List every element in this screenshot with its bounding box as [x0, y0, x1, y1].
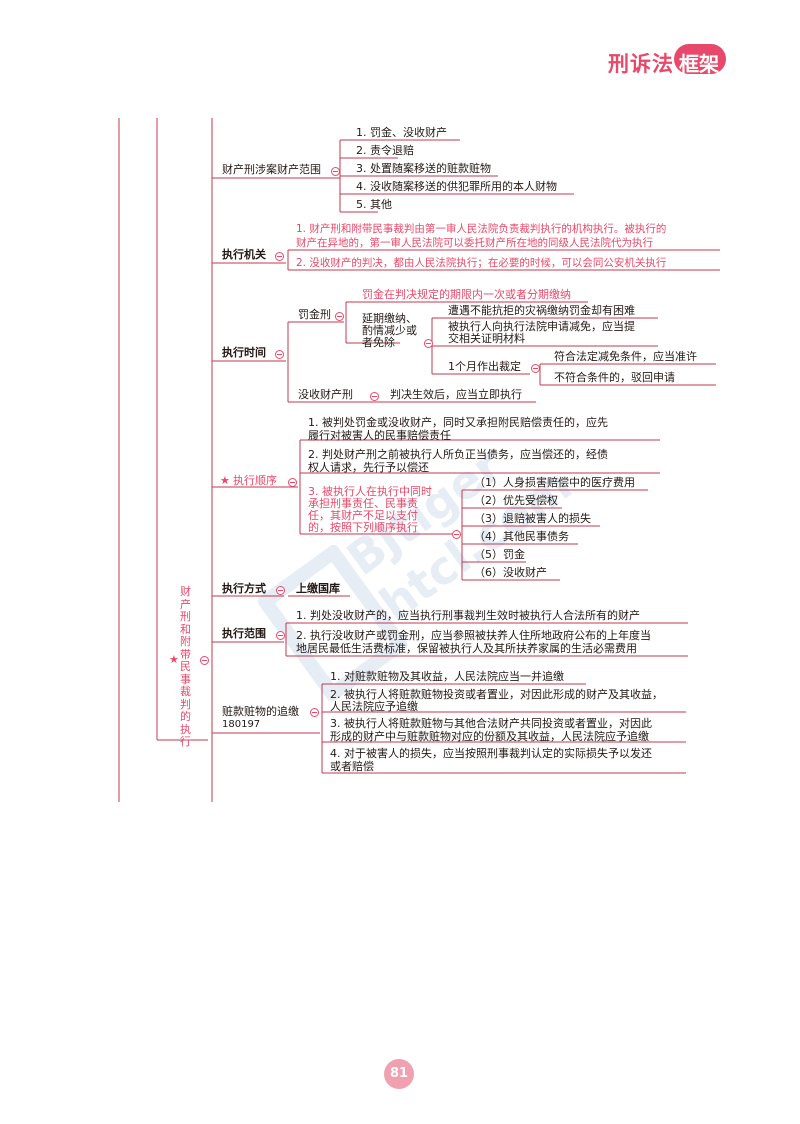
order-item3-line2: 承担刑事责任、民事责: [308, 497, 418, 510]
range-label: 执行范围: [222, 627, 266, 640]
order-item3-line4: 的，按照下列顺序执行: [308, 521, 418, 534]
order-star-icon: ★: [220, 474, 230, 487]
order-seq-item: （1）人身损害赔偿中的医疗费用: [474, 476, 635, 489]
organ-collapse-icon[interactable]: [275, 252, 284, 261]
root-collapse-icon[interactable]: [200, 656, 209, 665]
recover-item3-line2: 形成的财产中与赃款赃物对应的份额及其收益，人民法院应予追缴: [330, 730, 649, 743]
order-label: 执行顺序: [233, 474, 277, 487]
ruling-no: 不符合条件的，驳回申请: [554, 371, 675, 384]
brand-logo: 刑诉法 框架: [608, 44, 738, 78]
organ-item1-line1: 1. 财产刑和附带民事裁判由第一审人民法院负责裁判执行的机构执行。被执行的: [296, 223, 667, 235]
confiscation-collapse-icon[interactable]: [370, 392, 379, 401]
recover-collapse-icon[interactable]: [310, 708, 319, 717]
order-seq-item: （2）优先受偿权: [474, 494, 558, 507]
scope-item: 5. 其他: [356, 198, 392, 211]
defer-line2: 酌情减少或: [362, 324, 417, 337]
defer-condition: 遭遇不能抗拒的灾祸缴纳罚金却有困难: [448, 304, 635, 317]
apply-line2: 交相关证明材料: [448, 332, 525, 345]
page-number: 81: [389, 1066, 409, 1081]
order-item2-line2: 权人请求，先行予以偿还: [308, 461, 429, 474]
fine-collapse-icon[interactable]: [335, 312, 344, 321]
organ-item1-line2: 财产在异地的，第一审人民法院可以委托财产所在地的同级人民法院代为执行: [296, 237, 653, 249]
brand-badge: 框架: [674, 44, 726, 76]
recover-code: 180197: [222, 719, 261, 730]
fine-main: 罚金在判决规定的期限内一次或者分期缴纳: [362, 288, 571, 301]
root-title: 财产刑和附带民事裁判的执行: [180, 585, 191, 748]
organ-label: 执行机关: [222, 248, 266, 261]
order-seq-item: （4）其他民事债务: [474, 530, 569, 543]
fine-label: 罚金刑: [298, 308, 331, 321]
order-collapse-icon[interactable]: [288, 478, 297, 487]
ruling-collapse-icon[interactable]: [531, 364, 540, 373]
recover-item1: 1. 对赃款赃物及其收益，人民法院应当一并追缴: [330, 670, 564, 683]
apply-line1: 被执行人向执行法院申请减免，应当提: [448, 320, 635, 333]
root-star-icon: ★: [169, 653, 179, 666]
organ-item2: 2. 没收财产的判决，都由人民法院执行；在必要的时候，可以会同公安机关执行: [296, 257, 667, 269]
order-item3-line1: 3. 被执行人在执行中同时: [308, 485, 432, 498]
method-text: 上缴国库: [296, 582, 340, 595]
recover-item2-line1: 2. 被执行人将赃款赃物投资或者置业，对因此形成的财产及其收益，: [330, 688, 663, 701]
recover-item4-line1: 4. 对于被害人的损失，应当按照刑事裁判认定的实际损失予以发还: [330, 747, 652, 760]
page-number-badge: 81: [384, 1059, 414, 1089]
range-item1: 1. 判处没收财产的，应当执行刑事裁判生效时被执行人合法所有的财产: [296, 609, 640, 622]
defer-line1: 延期缴纳、: [362, 312, 417, 325]
ruling-label: 1个月作出裁定: [448, 360, 521, 373]
scope-label: 财产刑涉案财产范围: [222, 163, 321, 176]
scope-item: 3. 处置随案移送的赃款赃物: [356, 162, 491, 175]
range-item2-line1: 2. 执行没收财产或罚金刑，应当参照被扶养人住所地政府公布的上年度当: [296, 629, 651, 642]
order-item1-line1: 1. 被判处罚金或没收财产，同时又承担附民赔偿责任的，应先: [308, 416, 608, 429]
method-collapse-icon[interactable]: [276, 586, 285, 595]
order-seq-item: （6）没收财产: [474, 566, 547, 579]
confiscation-label: 没收财产刑: [298, 388, 353, 401]
recover-item4-line2: 或者赔偿: [330, 760, 374, 773]
scope-item: 1. 罚金、没收财产: [356, 126, 447, 139]
brand-left-text: 刑诉法: [608, 52, 674, 76]
range-item2-line2: 地居民最低生活费标准，保留被执行人及其所扶养家属的生活必需费用: [296, 642, 637, 655]
time-label: 执行时间: [222, 346, 266, 359]
order-item3-collapse-icon[interactable]: [452, 530, 461, 539]
order-seq-item: （5）罚金: [474, 548, 525, 561]
defer-line3: 者免除: [362, 336, 395, 349]
method-label: 执行方式: [222, 582, 266, 595]
recover-item3-line1: 3. 被执行人将赃款赃物与其他合法财产共同投资或者置业，对因此: [330, 717, 652, 730]
ruling-yes: 符合法定减免条件，应当准许: [554, 350, 697, 363]
scope-item: 4. 没收随案移送的供犯罪所用的本人财物: [356, 180, 557, 193]
confiscation-text: 判决生效后，应当立即执行: [390, 388, 522, 401]
order-item3-line3: 任，其财产不足以支付: [308, 509, 418, 522]
order-seq-item: （3）退赔被害人的损失: [474, 512, 591, 525]
defer-collapse-icon[interactable]: [424, 339, 433, 348]
brand-right-text: 框架: [679, 52, 719, 76]
scope-item: 2. 责令退赔: [356, 144, 414, 157]
time-collapse-icon[interactable]: [275, 350, 284, 359]
recover-label: 赃款赃物的追缴: [222, 705, 299, 718]
recover-item2-line2: 人民法院应予追缴: [330, 700, 418, 713]
order-item2-line1: 2. 判处财产刑之前被执行人所负正当债务，应当偿还的，经债: [308, 448, 608, 461]
scope-collapse-icon[interactable]: [331, 167, 340, 176]
order-item1-line2: 履行对被害人的民事赔偿责任: [308, 429, 451, 442]
range-collapse-icon[interactable]: [276, 631, 285, 640]
